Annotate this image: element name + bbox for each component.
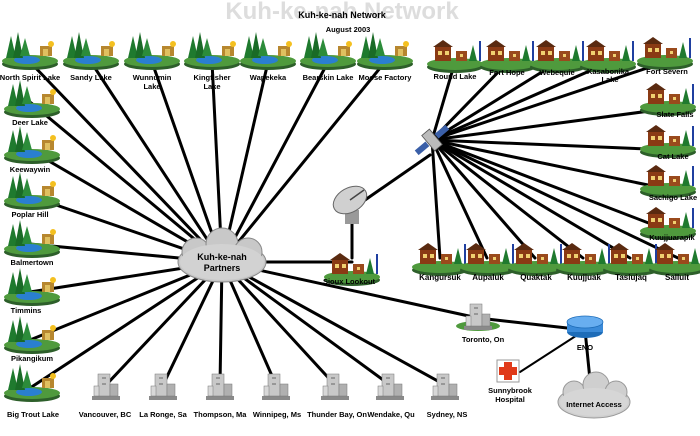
site-label: Kangursuk xyxy=(419,273,461,282)
site-icon xyxy=(357,32,413,70)
site-icon xyxy=(4,126,60,164)
site-icon xyxy=(240,32,296,70)
diagram-date: August 2003 xyxy=(326,25,371,34)
site-label: Aupaluk xyxy=(472,273,504,282)
left-sites: Deer Lake Keewaywin Poplar Hill Balmerto… xyxy=(4,80,60,419)
site-label: Round Lake xyxy=(434,72,477,81)
site-icon xyxy=(4,364,60,402)
site-label: Kasabonika xyxy=(587,67,630,76)
hub-label-line2: Partners xyxy=(204,263,241,273)
site-icon xyxy=(637,37,693,70)
site-label: Webequie xyxy=(539,68,574,77)
office-icon xyxy=(91,373,121,401)
site-label: Thunder Bay, On xyxy=(307,410,367,419)
site-label: Winnipeg, Ms xyxy=(253,410,301,419)
sioux-label: Sioux Lookout xyxy=(323,277,376,286)
site-label: Slate Falls xyxy=(656,110,693,119)
site-label: Wapekeka xyxy=(250,73,287,82)
site-label-line2: Lake xyxy=(601,75,618,84)
hospital-label-line2: Hospital xyxy=(495,395,525,404)
satellite-icon xyxy=(414,124,450,156)
site-label: Keewaywin xyxy=(10,165,51,174)
toronto-node: Toronto, On xyxy=(456,303,505,344)
hub-cloud: Kuh-ke-nah Partners xyxy=(177,227,267,283)
title-watermark: Kuh-ke-nah Network xyxy=(225,0,459,25)
right-sites: Slate Falls Cat Lake Sachigo Lake Kuujju… xyxy=(640,83,697,242)
site-label: Kingfisher xyxy=(193,73,230,82)
site-label: Vancouver, BC xyxy=(79,410,132,419)
internet-cloud: Internet Access xyxy=(557,371,631,419)
site-icon xyxy=(124,32,180,70)
site-label: Tasiujaq xyxy=(615,273,647,282)
toronto-label: Toronto, On xyxy=(462,335,505,344)
site-label-line2: Lake xyxy=(203,82,220,91)
site-label: Sachigo Lake xyxy=(649,193,697,202)
site-icon xyxy=(4,172,60,210)
top-right-sites: Round Lake Fort Hope Webequie Kasabonika… xyxy=(427,37,693,84)
satellite-dish-icon xyxy=(332,185,368,224)
site-icon xyxy=(508,243,564,276)
hospital-icon: Sunnybrook Hospital xyxy=(488,359,533,404)
site-label: Big Trout Lake xyxy=(7,410,59,419)
hub-label-line1: Kuh-ke-nah xyxy=(197,252,247,262)
site-label: Wendake, Qu xyxy=(367,410,415,419)
site-icon xyxy=(2,32,58,70)
office-icon xyxy=(320,373,350,401)
diagram-title: Kuh-ke-nah Network xyxy=(298,10,387,20)
site-icon xyxy=(4,220,60,258)
site-label: Moose Factory xyxy=(359,73,413,82)
site-label: Sandy Lake xyxy=(70,73,112,82)
site-label: Balmertown xyxy=(11,258,54,267)
bottom-sites: Vancouver, BC La Ronge, Sa Thompson, Ma … xyxy=(79,373,468,419)
site-label: Cat Lake xyxy=(657,152,688,161)
site-label: Wunnumin xyxy=(133,73,172,82)
internet-label: Internet Access xyxy=(566,400,622,409)
site-label: Bearskin Lake xyxy=(303,73,354,82)
site-label: Thompson, Ma xyxy=(194,410,248,419)
site-label: Pikangikum xyxy=(11,354,53,363)
connection-lines xyxy=(28,60,680,390)
site-label: Deer Lake xyxy=(12,118,48,127)
site-label: Fort Severn xyxy=(646,67,688,76)
site-icon xyxy=(4,268,60,306)
eno-label: ENO xyxy=(577,343,593,352)
site-icon xyxy=(4,316,60,354)
site-label: Fort Hope xyxy=(489,68,524,77)
site-label: Kuujjuak xyxy=(567,273,601,282)
site-icon xyxy=(427,40,483,73)
office-icon xyxy=(261,373,291,401)
site-label: North Spirit Lake xyxy=(0,73,60,82)
top-left-sites: North Spirit Lake Sandy Lake Wunnumin La… xyxy=(0,32,413,91)
sioux-lookout-node: Sioux Lookout xyxy=(323,253,380,286)
site-label: Salluit xyxy=(665,273,689,282)
hospital-label-line1: Sunnybrook xyxy=(488,386,533,395)
office-icon xyxy=(148,373,178,401)
site-label: Kuujjuarapik xyxy=(649,233,695,242)
office-icon xyxy=(205,373,235,401)
site-icon xyxy=(300,32,356,70)
site-label-line2: Lake xyxy=(143,82,160,91)
site-label: Timmins xyxy=(11,306,42,315)
site-label: Poplar Hill xyxy=(11,210,48,219)
site-label: Quaktak xyxy=(520,273,552,282)
site-icon xyxy=(63,32,119,70)
site-label: La Ronge, Sa xyxy=(139,410,187,419)
site-label: Sydney, NS xyxy=(427,410,468,419)
site-icon xyxy=(184,32,240,70)
quebec-sites: Kangursuk Aupaluk Quaktak Kuujjuak Tasiu… xyxy=(412,243,700,282)
site-icon xyxy=(460,243,516,276)
router-icon: ENO xyxy=(566,315,604,352)
